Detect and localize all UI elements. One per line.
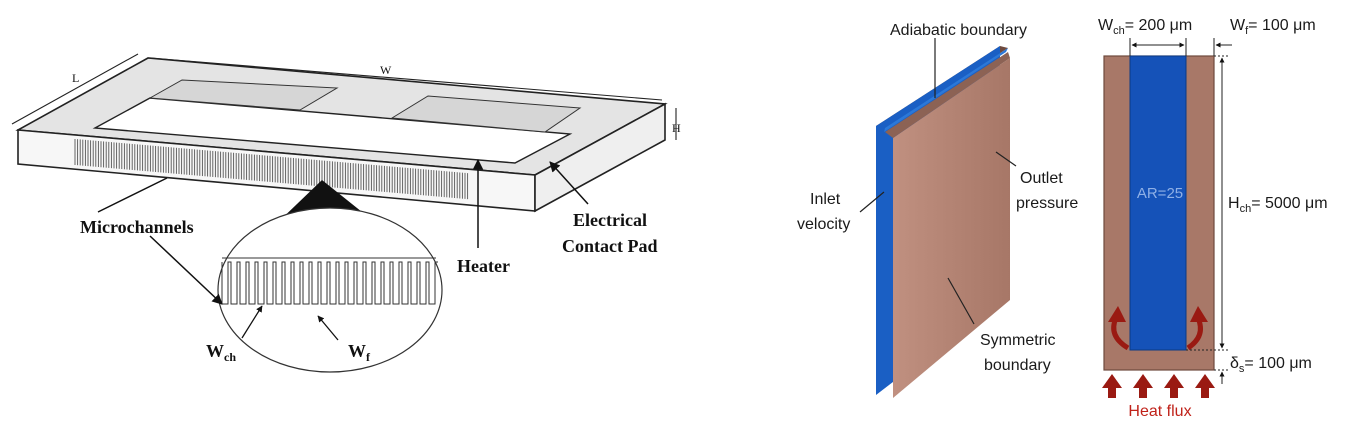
zoom-fin-profile <box>221 257 438 305</box>
top-left-pad <box>148 79 339 111</box>
wch-dimension-label: Wch= 200 μm <box>1098 17 1192 37</box>
inlet-velocity-label-line2: velocity <box>797 216 850 233</box>
microchannels-leader <box>97 177 168 213</box>
dim-length-label: L <box>72 71 79 85</box>
contact-pad-label-line2: Contact Pad <box>562 236 658 256</box>
fluid-channel-top <box>884 48 1008 132</box>
electrical-contact-pad <box>390 95 582 133</box>
microchannel-fin-lines <box>74 138 469 200</box>
microchannel-fins <box>0 0 1 1</box>
ds-dimension-label: δs= 100 μm <box>1230 355 1312 375</box>
heater-label: Heater <box>457 256 510 276</box>
aspect-ratio-label: AR=25 <box>1137 185 1183 202</box>
heat-sink-schematic: L W H Microchannels Heater Electrical Co… <box>0 0 681 373</box>
heat-flux-label: Heat flux <box>1128 403 1191 420</box>
symmetric-leader <box>947 277 975 325</box>
outlet-pressure-label-line1: Outlet <box>1020 170 1063 187</box>
channel-cross-section: AR=25 Wch= 200 μm Wf= 100 μm Hch= 5000 μ… <box>1098 17 1328 420</box>
wf-label: Wf <box>348 341 371 364</box>
wf-leader <box>317 315 339 341</box>
wch-label: Wch <box>206 341 236 364</box>
width-dimension-line <box>149 57 663 101</box>
contact-pad-leader <box>549 161 589 205</box>
fluid-channel <box>1129 55 1187 351</box>
microchannels-label: Microchannels <box>80 217 194 237</box>
heat-flux-arrows <box>1102 374 1215 398</box>
symmetric-boundary-label-line2: boundary <box>984 357 1051 374</box>
slab-top-edge <box>885 52 1010 138</box>
contact-pad-label-line1: Electrical <box>573 210 647 230</box>
wch-leader <box>241 305 263 339</box>
hch-dimension-label: Hch= 5000 μm <box>1228 195 1328 215</box>
inlet-leader <box>859 191 885 213</box>
symmetric-slab-face <box>893 58 1010 398</box>
heat-sink-side-face <box>534 102 666 213</box>
outlet-leader <box>995 151 1017 167</box>
outlet-pressure-label-line2: pressure <box>1016 195 1078 212</box>
wf-dimension-label: Wf= 100 μm <box>1230 17 1316 37</box>
dim-height-label: H <box>672 121 681 135</box>
dim-width-label: W <box>380 63 392 77</box>
symmetric-boundary-label-line1: Symmetric <box>980 332 1056 349</box>
inlet-velocity-label-line1: Inlet <box>810 191 841 208</box>
heater-well <box>92 97 573 164</box>
computational-domain-3d: Adiabatic boundary Inlet velocity Outlet… <box>797 22 1078 398</box>
length-dimension-line <box>11 53 139 125</box>
adiabatic-boundary-label: Adiabatic boundary <box>890 22 1027 39</box>
microchannels-leader-2 <box>149 235 223 305</box>
